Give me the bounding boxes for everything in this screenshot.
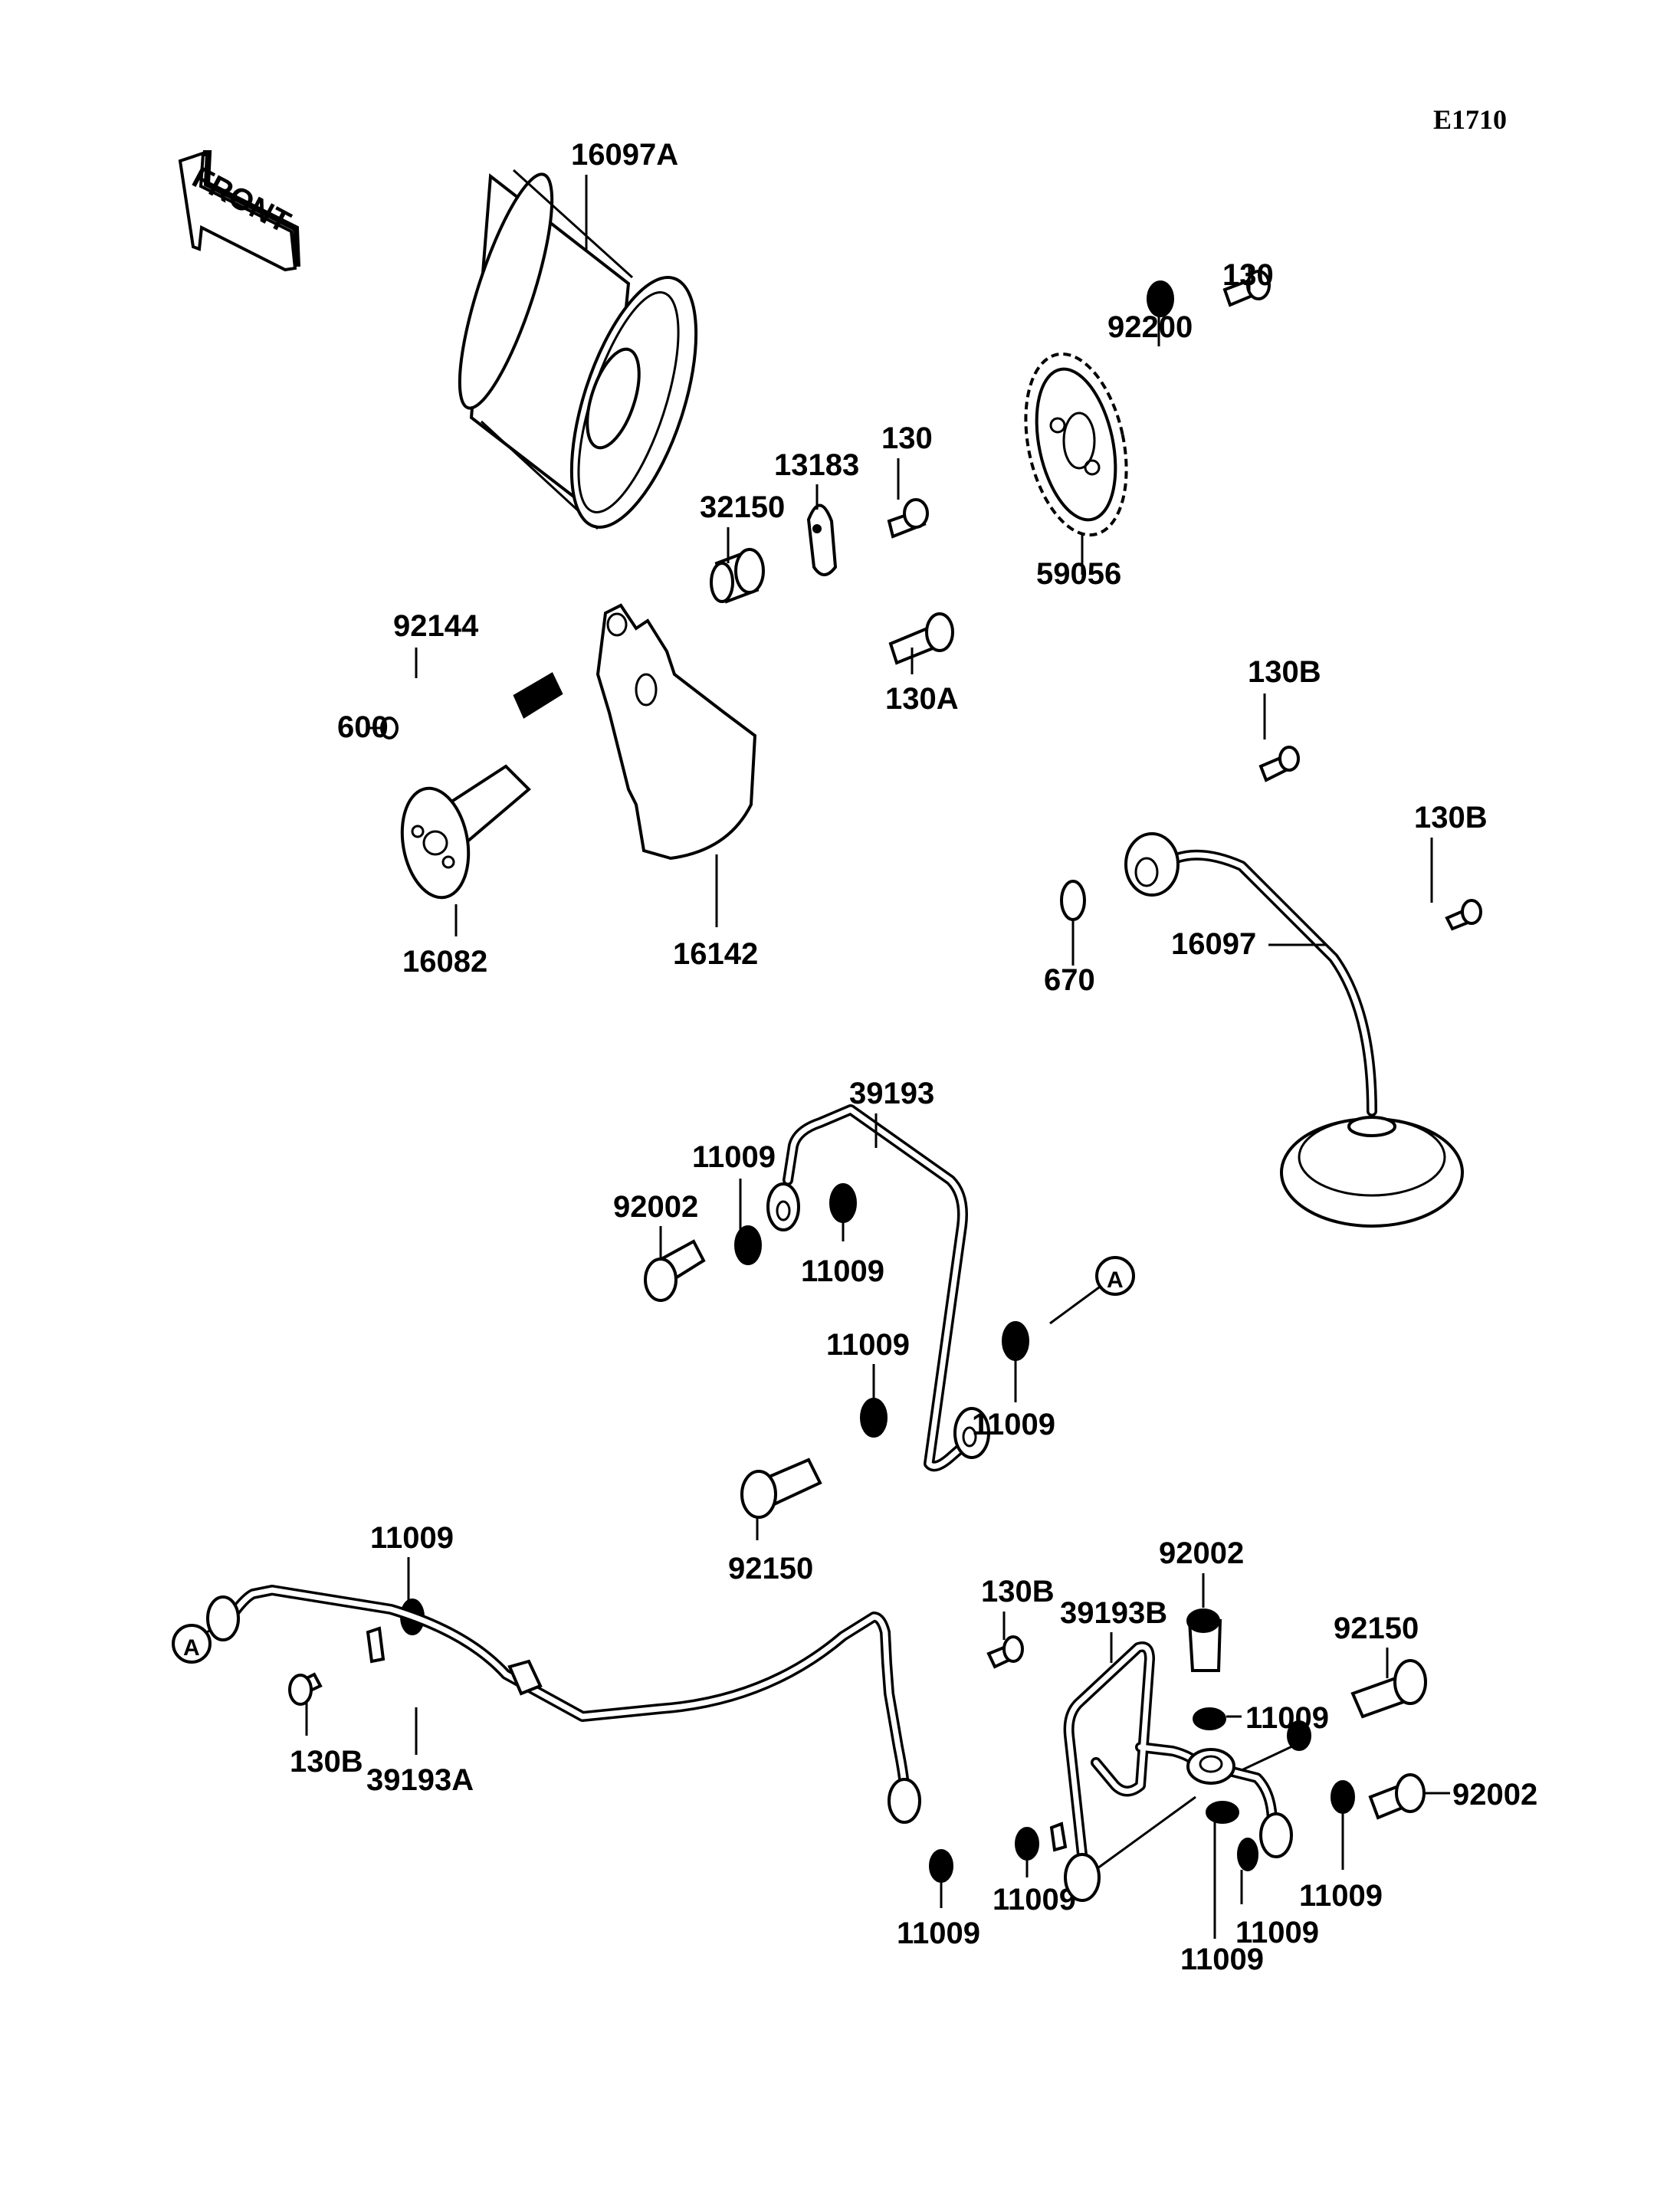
callout-label: 92002: [1452, 1778, 1537, 1812]
reference-a-marker: A: [1095, 1256, 1135, 1296]
callout-label: 92200: [1107, 310, 1193, 344]
callout-label: 130B: [981, 1575, 1055, 1608]
bolt-part[interactable]: [888, 612, 954, 665]
callout-label: 11009: [1299, 1879, 1383, 1913]
gasket-part[interactable]: [734, 1225, 762, 1265]
callout-label: 39193B: [1060, 1596, 1167, 1630]
banjo-bolt-part[interactable]: [1368, 1773, 1426, 1820]
sprocket-part[interactable]: [1010, 345, 1141, 545]
callout-label: 11009: [826, 1328, 910, 1362]
diagram-code: E1710: [1433, 104, 1507, 135]
callout-label: 39193: [849, 1077, 934, 1110]
callout-label: 11009: [1245, 1701, 1329, 1735]
callout-label: 11009: [993, 1883, 1076, 1917]
callout-label: 92144: [393, 609, 479, 643]
callout-label: 39193A: [366, 1763, 474, 1797]
gasket-part[interactable]: [860, 1398, 888, 1438]
callout-label: 11009: [801, 1254, 884, 1288]
washer-part[interactable]: [1147, 280, 1174, 317]
callout-label: 11009: [1235, 1916, 1319, 1949]
callout-label: 16142: [673, 937, 758, 971]
callout-label: 130A: [885, 682, 959, 716]
callout-label: 130: [1222, 258, 1274, 292]
callout-label: 92150: [1334, 1612, 1419, 1645]
callout-label: 11009: [370, 1521, 454, 1555]
callout-label: 16097A: [571, 138, 678, 172]
rotor-shaft-part[interactable]: [394, 764, 531, 903]
reference-a-marker: A: [172, 1624, 212, 1664]
callout-label: 13183: [774, 448, 859, 482]
plate-part[interactable]: [806, 503, 838, 576]
bolt-part[interactable]: [288, 1672, 323, 1706]
gasket-part[interactable]: [929, 1849, 953, 1883]
gasket-part[interactable]: [1206, 1801, 1239, 1824]
pump-cover-part[interactable]: [596, 603, 757, 861]
banjo-bolt-part[interactable]: [740, 1458, 822, 1519]
oil-screen-part[interactable]: [1124, 832, 1464, 1228]
callout-label: 130B: [290, 1745, 363, 1779]
banjo-bolt-part[interactable]: [1186, 1608, 1222, 1672]
callout-label: 92002: [1159, 1536, 1244, 1570]
callout-label: 11009: [1180, 1943, 1264, 1976]
gasket-part[interactable]: [1331, 1780, 1355, 1814]
callout-label: 670: [1044, 963, 1095, 997]
oil-pipe-part[interactable]: [206, 1585, 921, 1824]
svg-text:A: A: [183, 1635, 200, 1661]
bolt-part[interactable]: [887, 498, 929, 539]
callout-label: 59056: [1036, 557, 1121, 591]
callout-label: 92150: [728, 1552, 813, 1585]
callout-label: 92002: [613, 1190, 698, 1224]
oil-pipe-part[interactable]: [766, 1104, 990, 1472]
oil-pipe-part[interactable]: [1049, 1641, 1293, 1902]
callout-label: 16097: [1171, 927, 1256, 961]
bolt-part[interactable]: [1445, 899, 1482, 931]
front-arrow-icon: FRONT: [178, 150, 300, 272]
gasket-part[interactable]: [1015, 1827, 1039, 1861]
callout-label: 16082: [402, 945, 487, 979]
o-ring-part[interactable]: [1060, 880, 1086, 921]
bolt-part[interactable]: [1258, 746, 1300, 782]
banjo-bolt-part[interactable]: [1350, 1659, 1427, 1719]
callout-label: 130: [881, 421, 933, 455]
spring-part[interactable]: [513, 672, 563, 719]
callout-label: 130B: [1248, 655, 1321, 689]
collar-part[interactable]: [710, 548, 765, 604]
callout-label: 32150: [700, 490, 785, 524]
banjo-bolt-part[interactable]: [644, 1239, 706, 1302]
callout-label: 11009: [972, 1408, 1055, 1441]
gasket-part[interactable]: [1237, 1838, 1258, 1871]
gasket-part[interactable]: [829, 1183, 857, 1223]
gasket-part[interactable]: [1287, 1720, 1311, 1751]
svg-text:A: A: [1107, 1267, 1124, 1293]
bolt-part[interactable]: [986, 1635, 1024, 1669]
oil-filter-part[interactable]: [441, 166, 721, 542]
callout-label: 11009: [897, 1917, 980, 1950]
bolt-part[interactable]: [1222, 270, 1271, 307]
gasket-part[interactable]: [1002, 1321, 1029, 1361]
callout-label: 11009: [692, 1140, 776, 1174]
gasket-part[interactable]: [1193, 1707, 1226, 1730]
callout-label: 130B: [1414, 801, 1488, 835]
